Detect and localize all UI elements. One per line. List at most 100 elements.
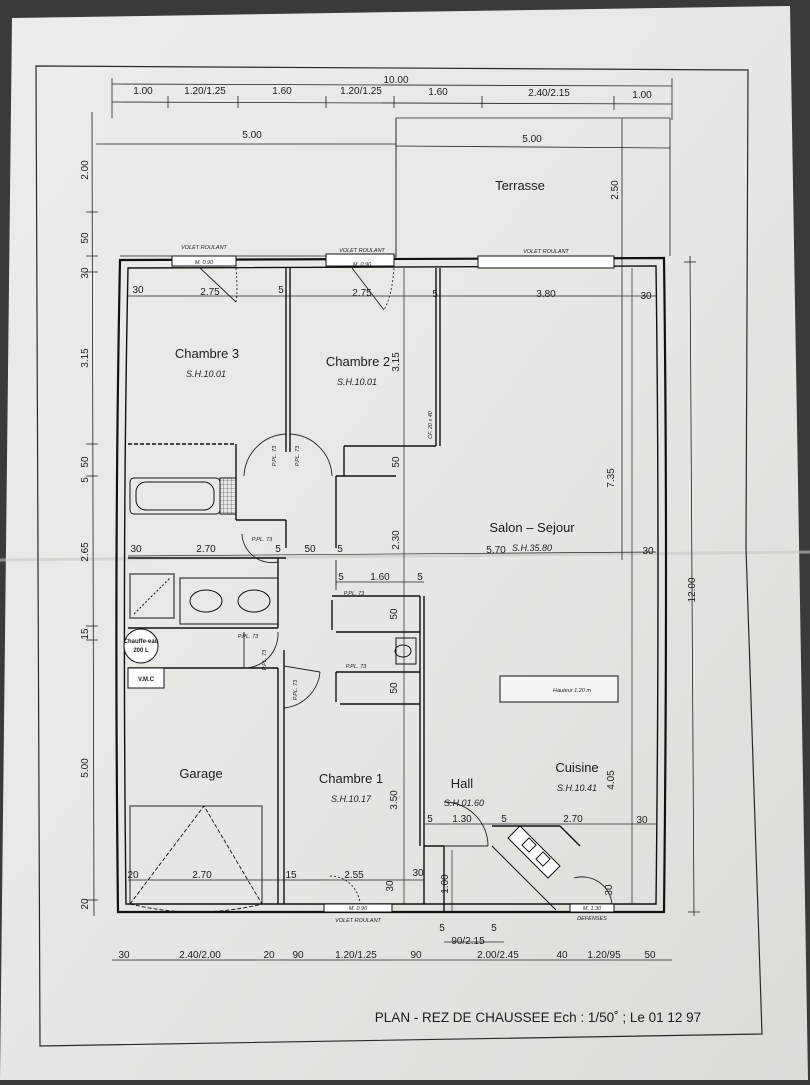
svg-text:20: 20 — [127, 870, 139, 881]
dim-total-width: 10.00 — [383, 75, 408, 86]
svg-text:5: 5 — [338, 572, 344, 583]
svg-text:5.70: 5.70 — [486, 545, 506, 556]
svg-text:2.40/2.15: 2.40/2.15 — [528, 88, 570, 99]
svg-text:3.15: 3.15 — [80, 348, 91, 368]
svg-text:2.70: 2.70 — [563, 814, 583, 825]
svg-text:5: 5 — [501, 814, 507, 825]
svg-text:VOLET ROULANT: VOLET ROULANT — [523, 249, 569, 255]
svg-text:2.55: 2.55 — [344, 870, 364, 881]
svg-text:20: 20 — [80, 898, 91, 910]
room-garage: Garage — [179, 766, 222, 781]
svg-text:Hauteur 1.20 m: Hauteur 1.20 m — [553, 688, 591, 694]
svg-text:50: 50 — [389, 682, 400, 694]
svg-text:90/2.15: 90/2.15 — [451, 936, 485, 947]
plan-title: PLAN - REZ DE CHAUSSEE Ech : 1/50˚ ; Le … — [375, 1010, 701, 1025]
svg-text:5: 5 — [439, 923, 445, 934]
svg-text:5.00: 5.00 — [80, 758, 91, 778]
window-labels: VOLET ROULANT M. 0.90 VOLET ROULANT M. 0… — [181, 245, 607, 924]
dim-left-labels: 2.00 50 30 3.15 50 5 2.65 15 5.00 20 — [80, 160, 91, 910]
svg-text:VOLET ROULANT: VOLET ROULANT — [339, 248, 385, 254]
svg-text:30: 30 — [80, 267, 91, 279]
svg-text:2.70: 2.70 — [192, 870, 212, 881]
svg-text:P.PL. 73: P.PL. 73 — [238, 634, 259, 640]
dim-right-5m: 5.00 — [522, 134, 542, 145]
svg-text:20: 20 — [263, 950, 275, 961]
svg-text:5: 5 — [80, 477, 91, 483]
svg-text:S.H.01.60: S.H.01.60 — [444, 798, 484, 808]
svg-text:CF. 20 x 40: CF. 20 x 40 — [428, 410, 434, 439]
svg-text:2.00/2.45: 2.00/2.45 — [477, 950, 519, 961]
svg-text:P.PL. 73: P.PL. 73 — [262, 649, 268, 670]
kitchen-sink — [491, 825, 561, 911]
svg-text:2.75: 2.75 — [200, 287, 220, 298]
svg-text:5: 5 — [337, 544, 343, 555]
svg-text:P.PL. 73: P.PL. 73 — [272, 445, 278, 466]
svg-text:50: 50 — [80, 456, 91, 468]
bathtub — [129, 477, 237, 515]
svg-text:M. 0.90: M. 0.90 — [349, 906, 368, 912]
svg-text:P.PL. 73: P.PL. 73 — [293, 679, 299, 700]
room-hall: Hall — [451, 776, 474, 791]
garage-door — [129, 805, 263, 913]
right-dimensions — [684, 255, 700, 917]
svg-text:30: 30 — [604, 884, 615, 896]
svg-text:15: 15 — [80, 628, 91, 640]
svg-text:2.30: 2.30 — [391, 530, 402, 550]
svg-text:50: 50 — [644, 950, 656, 961]
dim-cuisine-depth: 4.05 — [606, 770, 617, 790]
bottom-dimensions: 30 2.40/2.00 20 90 1.20/1.25 90 2.00/2.4… — [112, 950, 672, 961]
svg-text:S.H.35.80: S.H.35.80 — [512, 543, 552, 553]
svg-text:VOLET ROULANT: VOLET ROULANT — [181, 245, 227, 251]
room-chambre-1: Chambre 1 — [319, 771, 383, 786]
dim-terrace-depth: 2.50 — [610, 180, 621, 200]
svg-text:30: 30 — [412, 868, 424, 879]
svg-text:P.PL. 73: P.PL. 73 — [344, 591, 365, 597]
room-chambre-2: Chambre 2 — [326, 354, 390, 369]
svg-text:30: 30 — [132, 285, 144, 296]
svg-text:30: 30 — [636, 815, 648, 826]
svg-text:1.20/1.25: 1.20/1.25 — [340, 86, 382, 97]
svg-text:3.50: 3.50 — [389, 790, 400, 810]
svg-text:Chauffe-eau: Chauffe-eau — [124, 639, 159, 645]
svg-text:1.20/1.25: 1.20/1.25 — [184, 86, 226, 97]
svg-text:30: 30 — [642, 546, 654, 557]
interior-walls — [128, 268, 581, 904]
svg-text:P.PL. 73: P.PL. 73 — [346, 664, 367, 670]
svg-text:M. 1.30: M. 1.30 — [583, 906, 602, 912]
entry-dimensions: 5 5 90/2.15 — [439, 923, 504, 947]
svg-text:200 L: 200 L — [133, 648, 149, 654]
shower — [129, 573, 175, 619]
svg-text:90: 90 — [292, 950, 304, 961]
svg-text:50: 50 — [391, 456, 402, 468]
svg-text:VOLET ROULANT: VOLET ROULANT — [335, 918, 381, 924]
svg-text:S.H.10.01: S.H.10.01 — [186, 369, 226, 379]
svg-text:50: 50 — [389, 608, 400, 620]
svg-text:M. 0.90: M. 0.90 — [353, 262, 372, 268]
svg-text:1.20/1.25: 1.20/1.25 — [335, 950, 377, 961]
dim-left-5m: 5.00 — [242, 130, 262, 141]
dim-top-row: 1.00 1.20/1.25 1.60 1.20/1.25 1.60 2.40/… — [133, 86, 652, 101]
svg-text:5: 5 — [432, 289, 438, 300]
door-labels: P.PL. 73 P.PL. 73 P.PL. 73 P.PL. 73 P.PL… — [238, 445, 367, 700]
room-cuisine: Cuisine — [555, 760, 598, 775]
svg-text:2.70: 2.70 — [196, 544, 216, 555]
room-salon-sejour: Salon – Sejour — [489, 520, 575, 535]
svg-text:5: 5 — [491, 923, 497, 934]
dim-total-height: 12.00 — [687, 577, 698, 602]
svg-text:40: 40 — [556, 950, 568, 961]
double-washbasin — [179, 577, 279, 625]
svg-text:5: 5 — [278, 285, 284, 296]
half-wall: Hauteur 1.20 m — [499, 675, 619, 703]
svg-text:30: 30 — [130, 544, 142, 555]
svg-text:50: 50 — [80, 232, 91, 244]
svg-text:5: 5 — [427, 814, 433, 825]
svg-text:1.30: 1.30 — [452, 814, 472, 825]
dim-salon-depth: 7.35 — [606, 468, 617, 488]
svg-text:1.00: 1.00 — [440, 874, 451, 894]
svg-text:30: 30 — [640, 291, 652, 302]
toilet — [394, 637, 417, 665]
svg-text:30: 30 — [385, 880, 396, 892]
svg-text:90: 90 — [410, 950, 422, 961]
svg-text:3.80: 3.80 — [536, 289, 556, 300]
